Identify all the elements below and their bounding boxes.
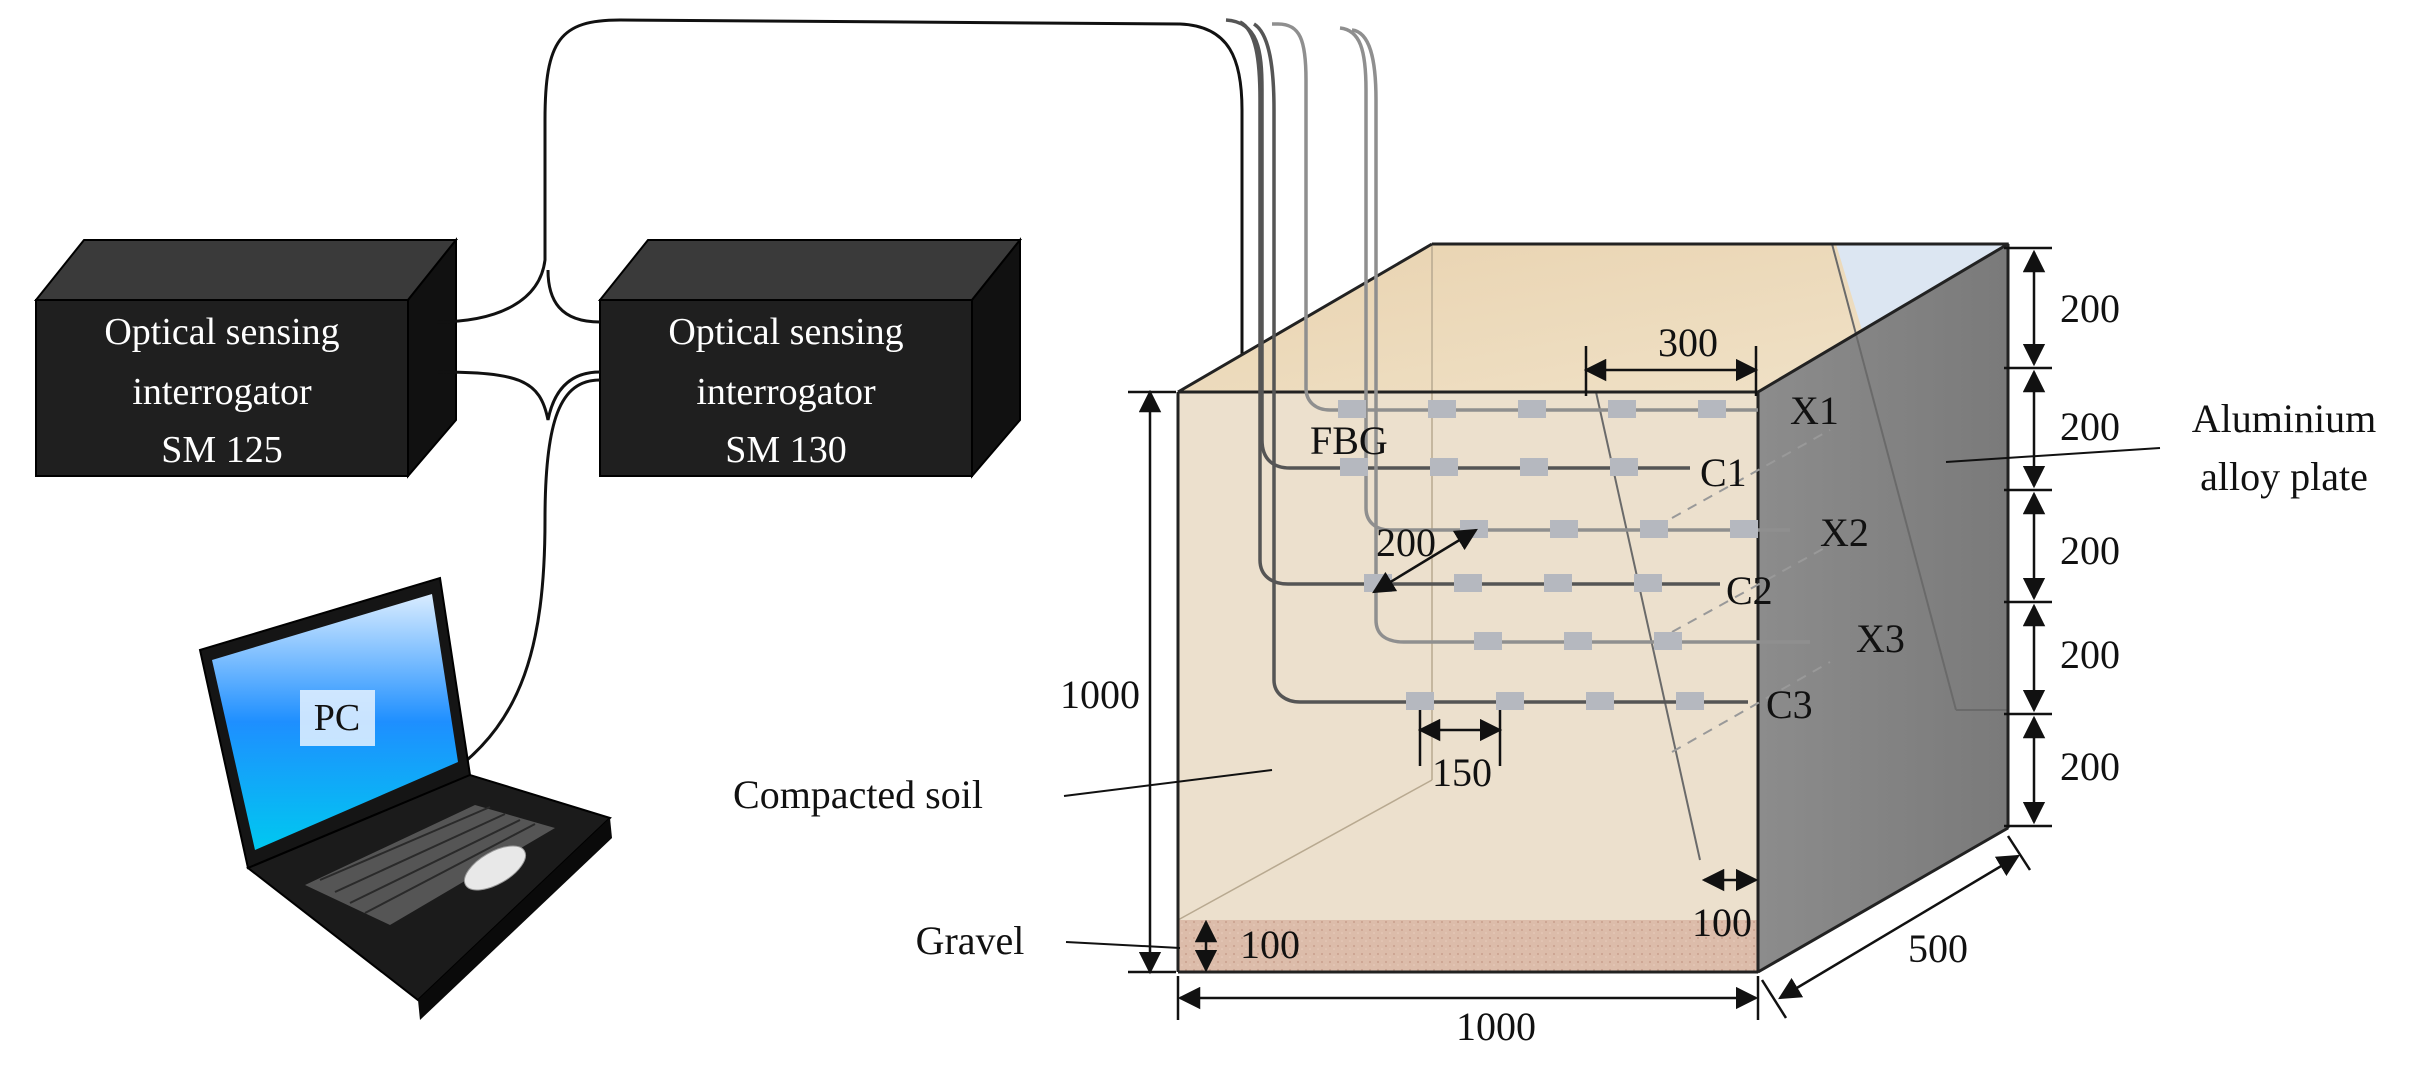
label-x2: X2: [1820, 510, 1869, 555]
dim-150: 150: [1432, 750, 1492, 795]
dimension-lines: [1128, 246, 2052, 1020]
dim-layer-4: 200: [2060, 632, 2120, 677]
soil-box: [1176, 242, 2010, 974]
label-x1: X1: [1790, 388, 1839, 433]
aluminium-label-line1: Aluminium: [2192, 396, 2376, 441]
fiber-x2: [1339, 26, 1790, 532]
label-x3: X3: [1856, 616, 1905, 661]
pc-laptop: PC: [198, 576, 612, 1020]
dim-500-depth: 500: [1908, 926, 1968, 971]
sensor-labels: FBG X1 C1 X2 C2 X3 C3: [1310, 388, 1905, 727]
label-c2: C2: [1726, 568, 1773, 613]
compacted-soil-label: Compacted soil: [733, 772, 983, 817]
aluminium-label-line2: alloy plate: [2200, 454, 2368, 499]
annotation-labels: Aluminium alloy plate Compacted soil Gra…: [733, 396, 2376, 963]
dim-layer-2: 200: [2060, 404, 2120, 449]
sm125-label-line2: interrogator: [132, 371, 312, 413]
sm125-label-line1: Optical sensing: [104, 311, 339, 353]
cable-sm125-to-sensors: [435, 18, 1244, 380]
fiber-c3: [1252, 22, 1748, 704]
sm130-label-line1: Optical sensing: [668, 311, 903, 353]
fiber-x3: [1351, 28, 1810, 644]
dim-100-gravel: 100: [1240, 922, 1300, 967]
fiber-x1: [1272, 22, 1758, 412]
label-c1: C1: [1700, 450, 1747, 495]
interrogator-sm125: Optical sensing interrogator SM 125: [33, 237, 459, 479]
dim-1000-height: 1000: [1060, 672, 1140, 717]
gravel-layer: [1178, 920, 1758, 972]
pc-label: PC: [314, 697, 360, 739]
dimension-labels: 300 200 150 1000 100 100 1000 500 200 20…: [1060, 286, 2120, 1049]
dim-100-plate: 100: [1692, 900, 1752, 945]
cable-to-pc: [454, 378, 601, 772]
dim-300: 300: [1658, 320, 1718, 365]
dim-200-diag: 200: [1376, 520, 1436, 565]
interconnect-cables: [435, 18, 1244, 772]
label-c3: C3: [1766, 682, 1813, 727]
sm125-label-line3: SM 125: [161, 429, 282, 471]
dim-1000-width: 1000: [1456, 1004, 1536, 1049]
dim-layer-1: 200: [2060, 286, 2120, 331]
dim-layer-5: 200: [2060, 744, 2120, 789]
interrogator-sm130: Optical sensing interrogator SM 130: [597, 237, 1023, 479]
box-front-face: [1178, 392, 1758, 920]
gravel-label: Gravel: [916, 918, 1025, 963]
fiber-c2: [1239, 20, 1720, 586]
fbg-label: FBG: [1310, 418, 1388, 463]
sm130-label-line2: interrogator: [696, 371, 876, 413]
fbg-sensors: [1338, 400, 1758, 710]
leader-lines: [1063, 447, 2161, 949]
dim-layer-3: 200: [2060, 528, 2120, 573]
sm130-label-line3: SM 130: [725, 429, 846, 471]
fiber-lines: [1225, 18, 1810, 704]
box-top-face: [1178, 244, 2008, 392]
